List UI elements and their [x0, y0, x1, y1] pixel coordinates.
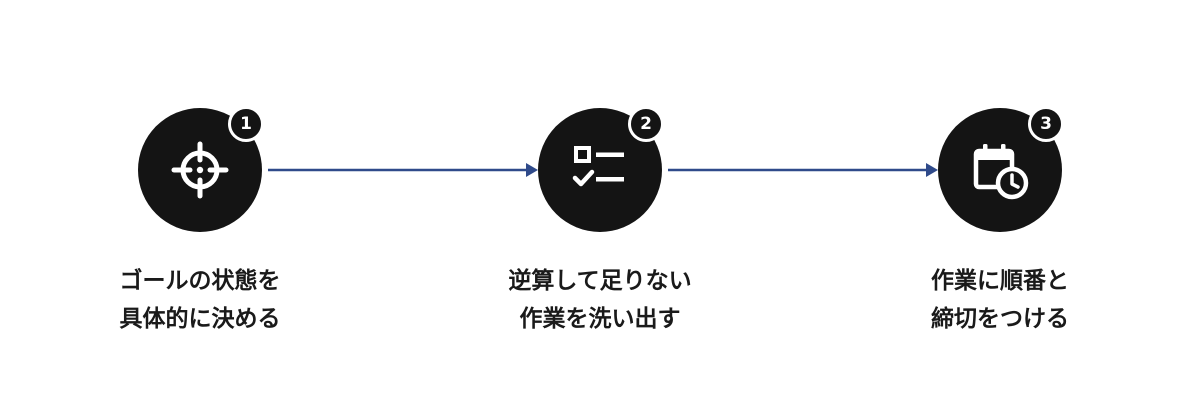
step-number-badge: 3: [1028, 106, 1064, 142]
calendar-clock-icon: [973, 144, 1029, 200]
crosshair-target-icon: [171, 141, 229, 199]
checklist-icon: [572, 146, 624, 187]
step-label-line: ゴールの状態を: [119, 268, 281, 294]
step-2-label: 逆算して足りない 作業を洗い出す: [480, 262, 720, 338]
step-2: 2: [538, 106, 664, 232]
step-number-badge: 1: [228, 106, 264, 142]
step-3-label: 作業に順番と 締切をつける: [880, 262, 1120, 338]
step-label-line: 締切をつける: [931, 306, 1069, 332]
step-label-line: 逆算して足りない: [508, 268, 692, 294]
connector-arrow-2-3: [668, 163, 938, 177]
step-circle: [938, 108, 1062, 232]
step-label-line: 作業に順番と: [931, 268, 1069, 294]
step-1-label: ゴールの状態を 具体的に決める: [80, 262, 320, 338]
step-label-line: 作業を洗い出す: [519, 306, 681, 332]
step-3: 3: [938, 106, 1064, 232]
step-1: 1: [138, 106, 264, 232]
connector-arrow-1-2: [268, 163, 538, 177]
step-number-badge: 2: [628, 106, 664, 142]
step-label-line: 具体的に決める: [119, 306, 281, 332]
